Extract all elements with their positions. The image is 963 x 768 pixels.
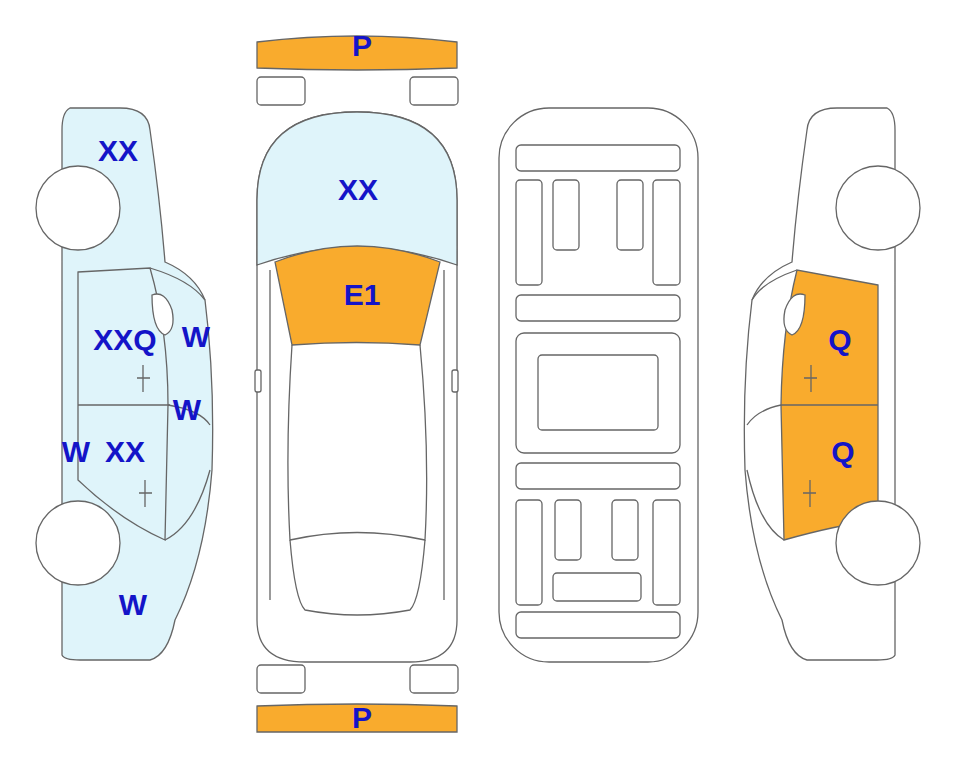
underside-panel xyxy=(516,180,542,285)
mirror xyxy=(255,370,261,392)
door-seam xyxy=(78,404,170,405)
side-lines xyxy=(270,270,444,600)
wheel xyxy=(836,166,920,250)
damage-code: XX xyxy=(105,437,145,467)
underside-panel xyxy=(516,500,542,605)
right-doors xyxy=(781,270,878,540)
damage-code: W xyxy=(119,590,147,620)
damage-code: E1 xyxy=(344,280,381,310)
rear-window xyxy=(290,540,425,615)
damage-code: Q xyxy=(828,325,851,355)
hood xyxy=(257,112,457,265)
damage-code: W xyxy=(173,395,201,425)
underside-panel xyxy=(653,180,680,285)
underside-panel xyxy=(516,612,680,638)
headlight xyxy=(410,77,458,105)
damage-code: W xyxy=(62,437,90,467)
rear-bumper xyxy=(257,704,457,732)
headlight xyxy=(257,77,305,105)
underside-outline xyxy=(499,108,698,662)
damage-code: XXQ xyxy=(93,325,156,355)
mirror xyxy=(452,370,458,392)
underside-panel xyxy=(516,145,680,171)
damage-code: XX xyxy=(338,175,378,205)
underside-panel xyxy=(553,573,641,601)
window-lines xyxy=(150,268,210,540)
taillight xyxy=(410,665,458,693)
damage-code: W xyxy=(182,322,210,352)
damage-code: P xyxy=(352,31,372,61)
wheel xyxy=(36,166,120,250)
underside-panel xyxy=(516,295,680,321)
door-seam xyxy=(781,404,878,405)
underside-panel xyxy=(653,500,680,605)
underside-panel xyxy=(555,500,581,560)
underside-panel xyxy=(553,180,579,250)
door-handles xyxy=(803,365,817,507)
wheel xyxy=(36,501,120,585)
underside-panel xyxy=(538,355,658,430)
underside-panel xyxy=(516,333,680,453)
underside-panel xyxy=(612,500,638,560)
damage-code: XX xyxy=(98,136,138,166)
top-body xyxy=(257,112,457,662)
door-handles xyxy=(137,365,152,507)
roof xyxy=(288,345,427,540)
windshield xyxy=(275,246,440,345)
damage-code: Q xyxy=(831,437,854,467)
wheel xyxy=(836,501,920,585)
damage-code: P xyxy=(352,703,372,733)
underside-panel xyxy=(617,180,643,250)
underside-panel xyxy=(516,463,680,489)
taillight xyxy=(257,665,305,693)
mirror xyxy=(784,294,805,335)
